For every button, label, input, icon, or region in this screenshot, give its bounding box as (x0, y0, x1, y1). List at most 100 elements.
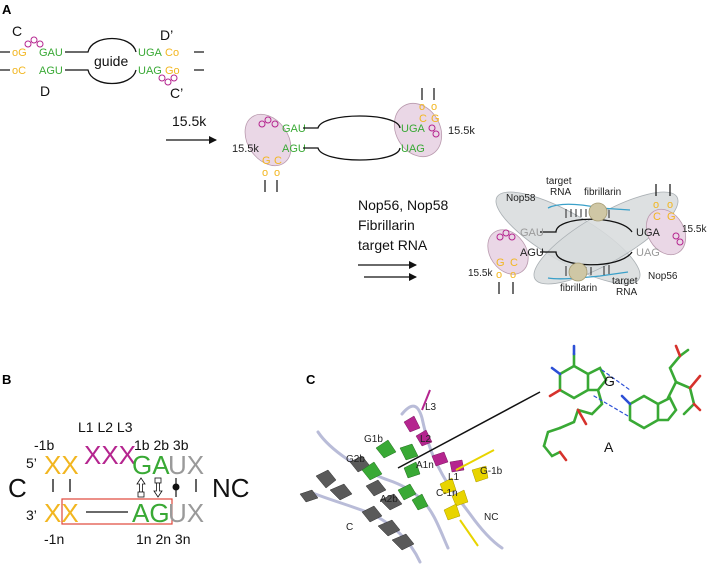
seq-agu-top: AGU (39, 65, 63, 77)
label-target-rna-top-1: target (546, 176, 572, 187)
seq-gau: GAU (282, 123, 306, 135)
three-prime: 3’ (26, 507, 37, 523)
five-prime: 5’ (26, 455, 37, 471)
fibrillarin-bottom (568, 262, 588, 282)
label-nop56: Nop56 (648, 271, 678, 282)
seq-agu: AGU (282, 143, 306, 155)
label-15k-right: 15.5k (448, 125, 475, 137)
zoom-line (397, 391, 541, 469)
label-15k-left: 15.5k (468, 268, 493, 279)
seq-go: Go (165, 65, 180, 77)
label-l2: L2 (420, 434, 432, 445)
label-a: A (604, 439, 614, 455)
stem-base: G (431, 113, 440, 125)
label-l1: L1 (448, 472, 460, 483)
bottom-positions: 1n 2n 3n (136, 531, 191, 547)
snorna-15k-diagram: GAU AGU UGA UAG 15.5k 15.5k G C o o o o (232, 88, 475, 192)
protein-15k-right (393, 102, 443, 158)
label-a2b: A2b (380, 494, 398, 505)
seq-uag: UAG (636, 247, 660, 259)
label-fibrillarin-top: fibrillarin (584, 187, 621, 198)
ga-pair-stick-model (542, 344, 702, 462)
fibrillarin-top (588, 202, 608, 222)
step1-arrow: 15.5k (166, 113, 217, 144)
label-nc: NC (484, 512, 498, 523)
stem-right: o o C G (419, 88, 440, 125)
label-15k-right: 15.5k (682, 224, 707, 235)
panel-a-letter: A (2, 2, 12, 17)
label-guide: guide (94, 53, 128, 69)
guide-loop (65, 38, 137, 84)
label-l3: L3 (425, 402, 437, 413)
panel-c-letter: C (306, 372, 316, 387)
seq-og: oG (12, 47, 27, 59)
step2-arrow: Nop56, Nop58 Fibrillarin target RNA (358, 197, 449, 281)
bottom-ag: AG (132, 498, 170, 528)
top-ux: UX (168, 450, 204, 480)
label-g2b: G2b (346, 454, 365, 465)
kink-loop-left (24, 36, 44, 48)
seq-uga: UGA (636, 227, 661, 239)
stem-base: G (262, 155, 271, 167)
kink-loop (258, 116, 440, 138)
step2-label-1: Nop56, Nop58 (358, 197, 449, 213)
panel-a: A C D’ D C’ oG GAU oC AGU UGA Co UAG Go (0, 2, 707, 298)
stem-base: C (653, 211, 661, 223)
helix-c-bases (299, 455, 415, 551)
seq-agu: AGU (520, 247, 544, 259)
guide-loop (303, 115, 401, 161)
label-minus-1b: -1b (34, 437, 54, 453)
nc-bases (439, 449, 495, 547)
protein-15k-left (487, 229, 529, 275)
label-c: C (8, 473, 27, 503)
panel-c: C (299, 344, 702, 564)
protein-15k-left (244, 113, 292, 167)
label-box-d: D (40, 83, 50, 99)
seq-uag-top: UAG (138, 65, 162, 77)
label-15k-left: 15.5k (232, 143, 259, 155)
seq-gau-top: GAU (39, 47, 63, 59)
bottom-xx: XX (44, 498, 79, 528)
seq-uga-top: UGA (138, 47, 163, 59)
stem-base: C (274, 155, 282, 167)
label-fibrillarin-bottom: fibrillarin (560, 283, 597, 294)
stem-base: o (419, 101, 425, 113)
label-box-c: C (12, 23, 22, 39)
stem-right: o o C G (653, 184, 676, 223)
stem-base: o (667, 199, 673, 211)
guide-loop (540, 218, 633, 266)
stem-base: C (419, 113, 427, 125)
top-xx: XX (44, 450, 79, 480)
stem-base: G (667, 211, 676, 223)
label-nop58: Nop58 (506, 193, 536, 204)
label-c: C (346, 522, 353, 533)
snornp-complex-diagram: GAU AGU UGA UAG Nop58 Nop56 target RNA f… (468, 176, 707, 298)
loop-labels: L1 L2 L3 (78, 419, 133, 435)
label-g-1b: G-1b (480, 466, 503, 477)
label-c-1n: C-1n (436, 488, 458, 499)
kink-loop (496, 229, 684, 246)
label-target-rna-top-2: RNA (550, 187, 571, 198)
top-positions: 1b 2b 3b (134, 437, 189, 453)
top-xxx: XXX (84, 440, 136, 470)
panel-b: B L1 L2 L3 1b 2b 3b -1b 5’ XX XXX GA UX … (2, 372, 250, 547)
seq-oc: oC (12, 65, 26, 77)
stem-base: o (496, 269, 502, 281)
stem-base: G (496, 257, 505, 269)
stem-base: o (274, 167, 280, 179)
stem-base: o (262, 167, 268, 179)
stem-base: C (510, 257, 518, 269)
label-target-rna-bottom-2: RNA (616, 287, 637, 298)
stem-left: G C o o (262, 155, 282, 192)
seq-gau: GAU (520, 227, 544, 239)
bottom-ux: UX (168, 498, 204, 528)
protein-15k-right (645, 208, 687, 256)
label-box-c-prime: C’ (170, 85, 183, 101)
step2-label-3: target RNA (358, 237, 428, 253)
label-target-rna-bottom-1: target (612, 276, 638, 287)
label-g1b: G1b (364, 434, 383, 445)
top-ga: GA (132, 450, 170, 480)
loop-bases (403, 389, 465, 473)
